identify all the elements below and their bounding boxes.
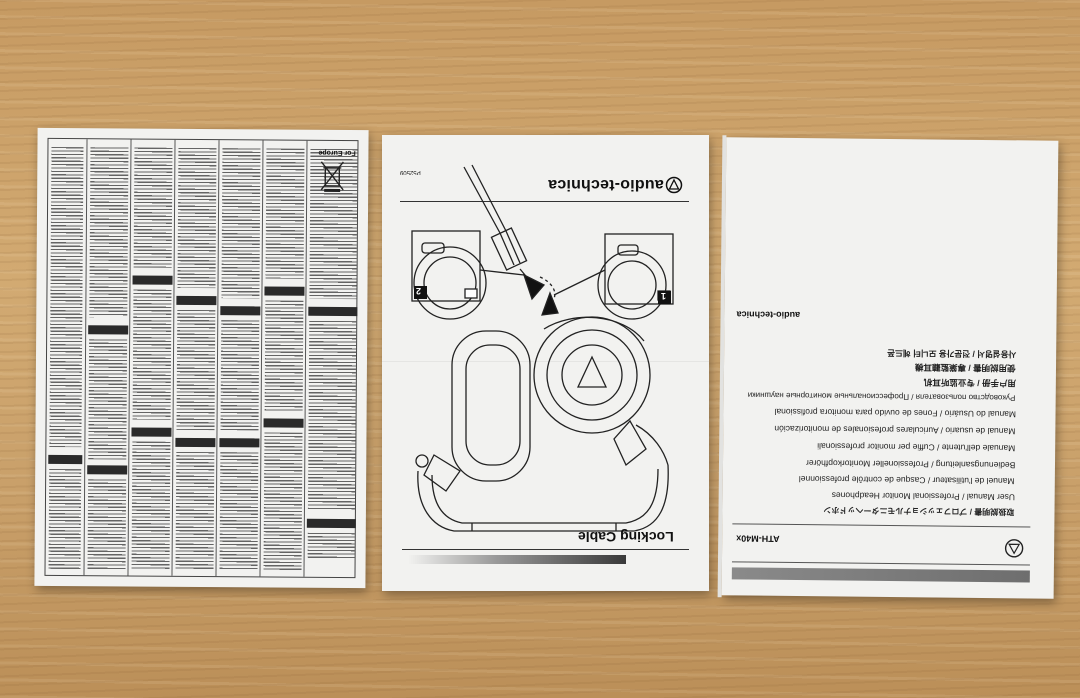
divider xyxy=(400,201,689,202)
manual-title-line: User Manual / Professional Monitor Headp… xyxy=(831,490,1015,503)
manual-title-line: 用户手册 / 专业监听耳机 xyxy=(923,377,1016,389)
fold-line xyxy=(382,361,709,362)
gradient-bar xyxy=(408,555,626,564)
notice-column xyxy=(303,140,361,578)
page-title: Locking Cable xyxy=(578,529,674,545)
notice-column xyxy=(259,140,308,577)
manual-title-line: 사용설명서 / 전문가용 모니터 헤드폰 xyxy=(886,347,1017,360)
manual-title-line: Manual do Usuário / Fones de ouvido para… xyxy=(774,406,1016,420)
manual-title-line: Manual de usuario / Auriculares profesio… xyxy=(774,423,1016,437)
locking-cable-illustration xyxy=(411,164,674,532)
manual-title-line: 取扱説明書 / プロフェッショナルモニターヘッドホン xyxy=(823,505,1015,517)
model-name: ATH-M40x xyxy=(736,533,780,544)
audio-technica-logo-icon xyxy=(1004,539,1024,558)
brand-logo-text: audio-technica xyxy=(736,309,801,321)
page-edge xyxy=(717,135,727,598)
notices-text-columns: For Europe xyxy=(44,137,361,579)
for-europe-label: For Europe xyxy=(318,148,356,157)
divider xyxy=(731,561,1030,566)
step-2-label: 2 xyxy=(416,286,422,296)
locking-cable-sheet: audio-technica P52509 xyxy=(382,135,709,591)
notices-sheet: For Europe xyxy=(34,127,369,589)
manual-title-line: Manuale dell'utente / Cuffie per monitor… xyxy=(817,441,1016,454)
notice-column xyxy=(83,139,132,576)
manual-title-line: Manuel de l'utilisateur / Casque de cont… xyxy=(799,474,1015,487)
step-1-label: 1 xyxy=(661,291,667,301)
gray-band xyxy=(731,567,1030,583)
notice-column xyxy=(215,140,264,577)
manual-title-line: 使用説明書 / 專業監聽耳機 xyxy=(915,362,1017,374)
manual-title-line: Руководство пользователя / Профессиональ… xyxy=(748,390,1016,403)
notice-column xyxy=(171,139,220,577)
user-manual-cover: audio-technica 사용설명서 / 전문가용 모니터 헤드폰 使用説明… xyxy=(717,135,1059,599)
divider xyxy=(732,523,1031,528)
notice-column xyxy=(45,139,86,575)
wheelie-bin-icon xyxy=(320,161,344,192)
divider xyxy=(402,549,689,550)
manual-title-line: Bedienungsanleitung / Professioneller Mo… xyxy=(805,458,1016,471)
audio-technica-logo-icon xyxy=(665,176,683,194)
notice-column xyxy=(127,139,176,576)
